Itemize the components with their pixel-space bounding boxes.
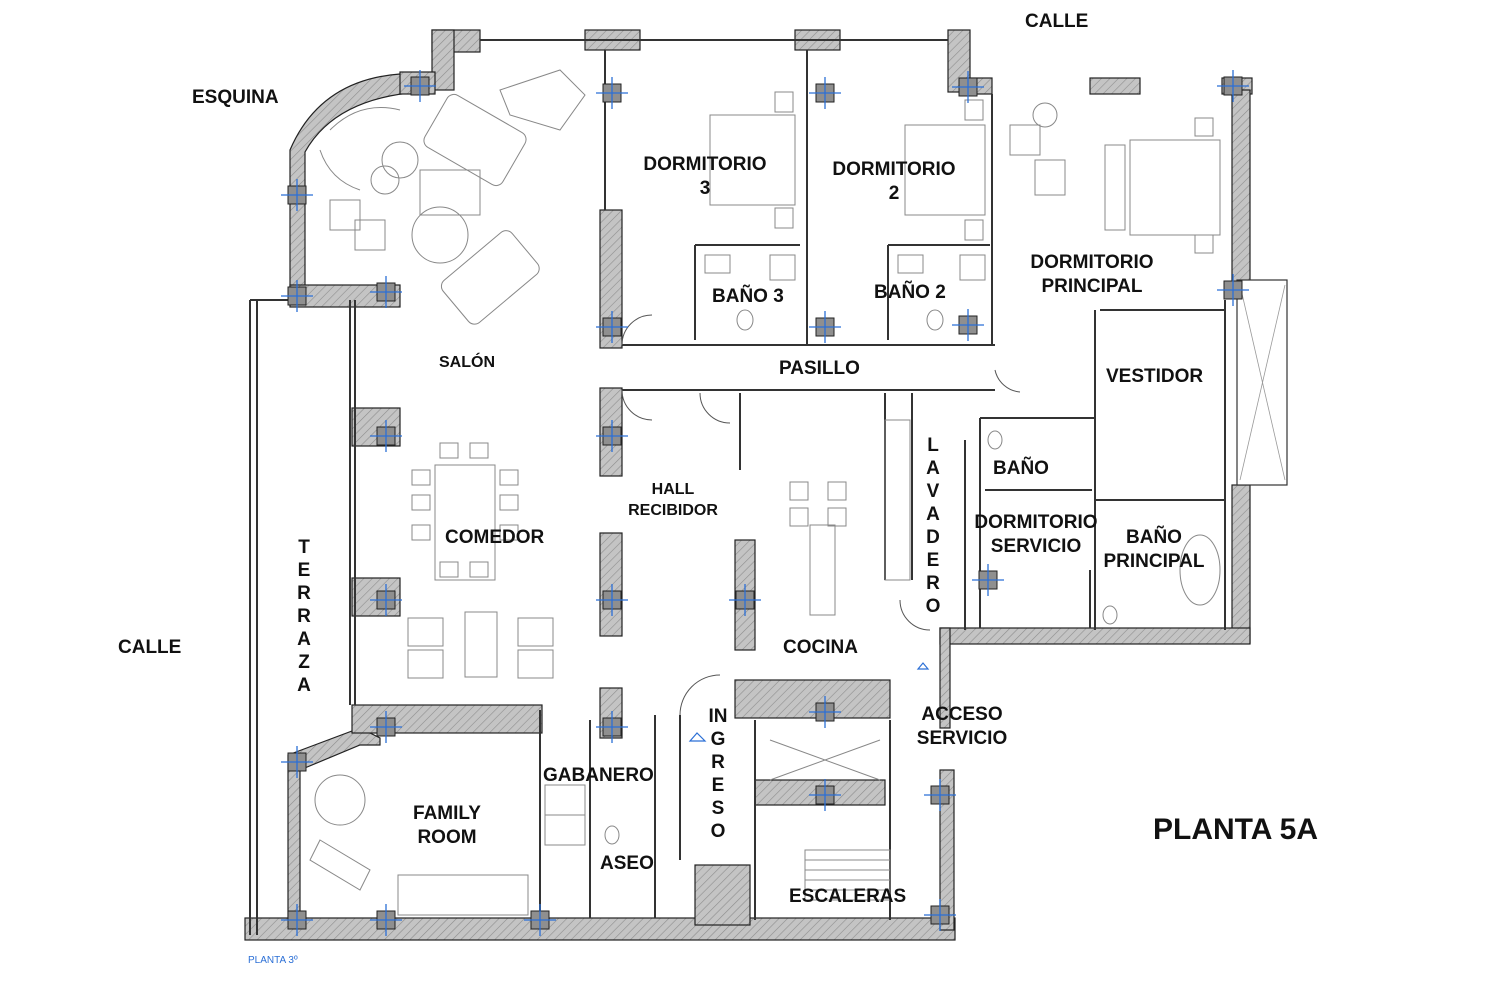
street-left-label: CALLE xyxy=(118,637,182,658)
room-bano-3: BAÑO 3 xyxy=(712,286,784,307)
room-comedor: COMEDOR xyxy=(445,527,545,548)
room-dormitorio-3: DORMITORIO 3 xyxy=(643,154,767,199)
room-bano: BAÑO xyxy=(993,458,1049,479)
entry-triangle xyxy=(688,732,707,742)
room-aseo: ASEO xyxy=(600,853,654,874)
room-family-room: FAMILY ROOM xyxy=(413,803,481,848)
room-dormitorio-principal: DORMITORIO PRINCIPAL xyxy=(1030,252,1154,297)
room-gabanero: GABANERO xyxy=(543,765,654,786)
structural-columns xyxy=(281,70,1249,936)
room-dormitorio-servicio: DORMITORIO SERVICIO xyxy=(974,512,1098,557)
street-top-label: CALLE xyxy=(1025,11,1089,32)
footnote-label: PLANTA 3º xyxy=(248,955,298,966)
room-bano-2: BAÑO 2 xyxy=(874,282,946,303)
room-salon: SALÓN xyxy=(439,354,495,371)
corner-label: ESQUINA xyxy=(192,87,279,108)
room-ingreso: INGRESO xyxy=(708,706,728,842)
room-vestidor: VESTIDOR xyxy=(1106,366,1204,387)
room-pasillo: PASILLO xyxy=(779,358,860,379)
room-acceso-servicio: ACCESO SERVICIO xyxy=(916,704,1008,749)
room-bano-principal: BAÑO PRINCIPAL xyxy=(1103,527,1205,572)
room-dormitorio-2: DORMITORIO 2 xyxy=(832,159,956,204)
room-cocina: COCINA xyxy=(783,637,858,658)
room-lavadero: LAVADERO xyxy=(925,435,941,617)
room-terraza: TERRAZA xyxy=(297,537,311,696)
service-triangle xyxy=(916,662,930,670)
right-balcony xyxy=(1236,279,1288,486)
doors xyxy=(621,314,1021,716)
room-hall-recibidor: HALL RECIBIDOR xyxy=(628,481,718,519)
room-escaleras: ESCALERAS xyxy=(789,886,907,907)
plan-title: PLANTA 5A xyxy=(1153,813,1318,846)
furniture xyxy=(309,69,1221,916)
